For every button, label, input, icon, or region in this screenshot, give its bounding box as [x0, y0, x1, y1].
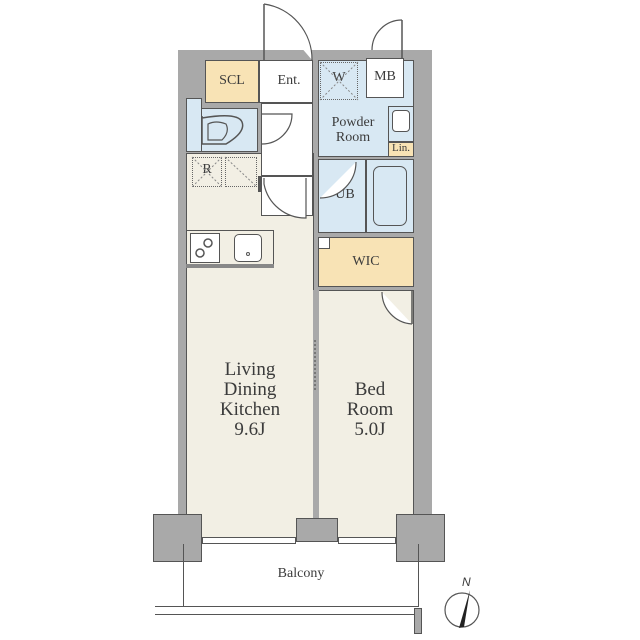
room-scl: SCL — [205, 60, 259, 103]
toilet-door-swing — [261, 113, 293, 145]
refrigerator-cross-icon — [191, 156, 223, 188]
refrigerator-label: R — [202, 162, 212, 177]
balcony: Balcony — [183, 544, 419, 607]
ldk-label: Living Dining Kitchen 9.6J — [219, 359, 281, 440]
ldk-floor — [186, 153, 314, 538]
bedroom-label: Bed Room 5.0J — [346, 379, 394, 440]
bath-door-swing — [319, 161, 357, 199]
entrance-label: Ent. — [277, 73, 301, 88]
pipe-shaft — [318, 237, 330, 249]
sink-drain — [246, 252, 250, 256]
kitchen-sink — [234, 234, 262, 262]
powder-room-label: Powder Room — [331, 115, 375, 145]
pillar-center — [296, 518, 338, 542]
counter-edge — [186, 264, 274, 268]
counter-space — [225, 157, 257, 187]
balcony-post — [414, 608, 422, 634]
compass-label: N — [462, 575, 471, 589]
ldk-door-swing — [263, 178, 307, 219]
bathtub-basin — [373, 166, 407, 226]
room-wic: WIC — [318, 237, 414, 287]
balcony-railing — [155, 606, 419, 615]
scl-label: SCL — [219, 73, 245, 88]
washer-space: W — [320, 62, 358, 100]
linen-label: Lin. — [391, 142, 411, 154]
bedroom-door-swing — [381, 290, 413, 325]
refrigerator-space: R — [192, 157, 222, 187]
counter-diagonal — [224, 156, 258, 188]
linen-closet: Lin. — [388, 142, 414, 157]
washer-label: W — [332, 70, 346, 85]
washer-cross-icon — [319, 61, 359, 101]
toilet-bowl-icon — [201, 115, 244, 145]
meter-box-door-swing — [371, 19, 403, 58]
stove-burners-icon — [195, 238, 213, 258]
entrance-door-swing — [263, 3, 313, 61]
kitchen-wall-stub — [258, 176, 262, 192]
meter-box-label: MB — [374, 69, 396, 84]
balcony-label: Balcony — [277, 566, 325, 581]
pillar-left — [153, 514, 202, 562]
compass-north-icon — [444, 590, 480, 628]
wic-label: WIC — [352, 254, 380, 269]
stove — [190, 233, 220, 263]
partition-wall — [313, 290, 319, 522]
room-meter-box: MB — [366, 58, 404, 98]
sliding-door — [314, 340, 318, 390]
window-bedroom[interactable] — [338, 537, 396, 544]
window-ldk[interactable] — [202, 537, 296, 544]
pillar-right — [396, 514, 445, 562]
washbasin-bowl — [392, 110, 410, 132]
room-entrance: Ent. — [259, 60, 313, 103]
